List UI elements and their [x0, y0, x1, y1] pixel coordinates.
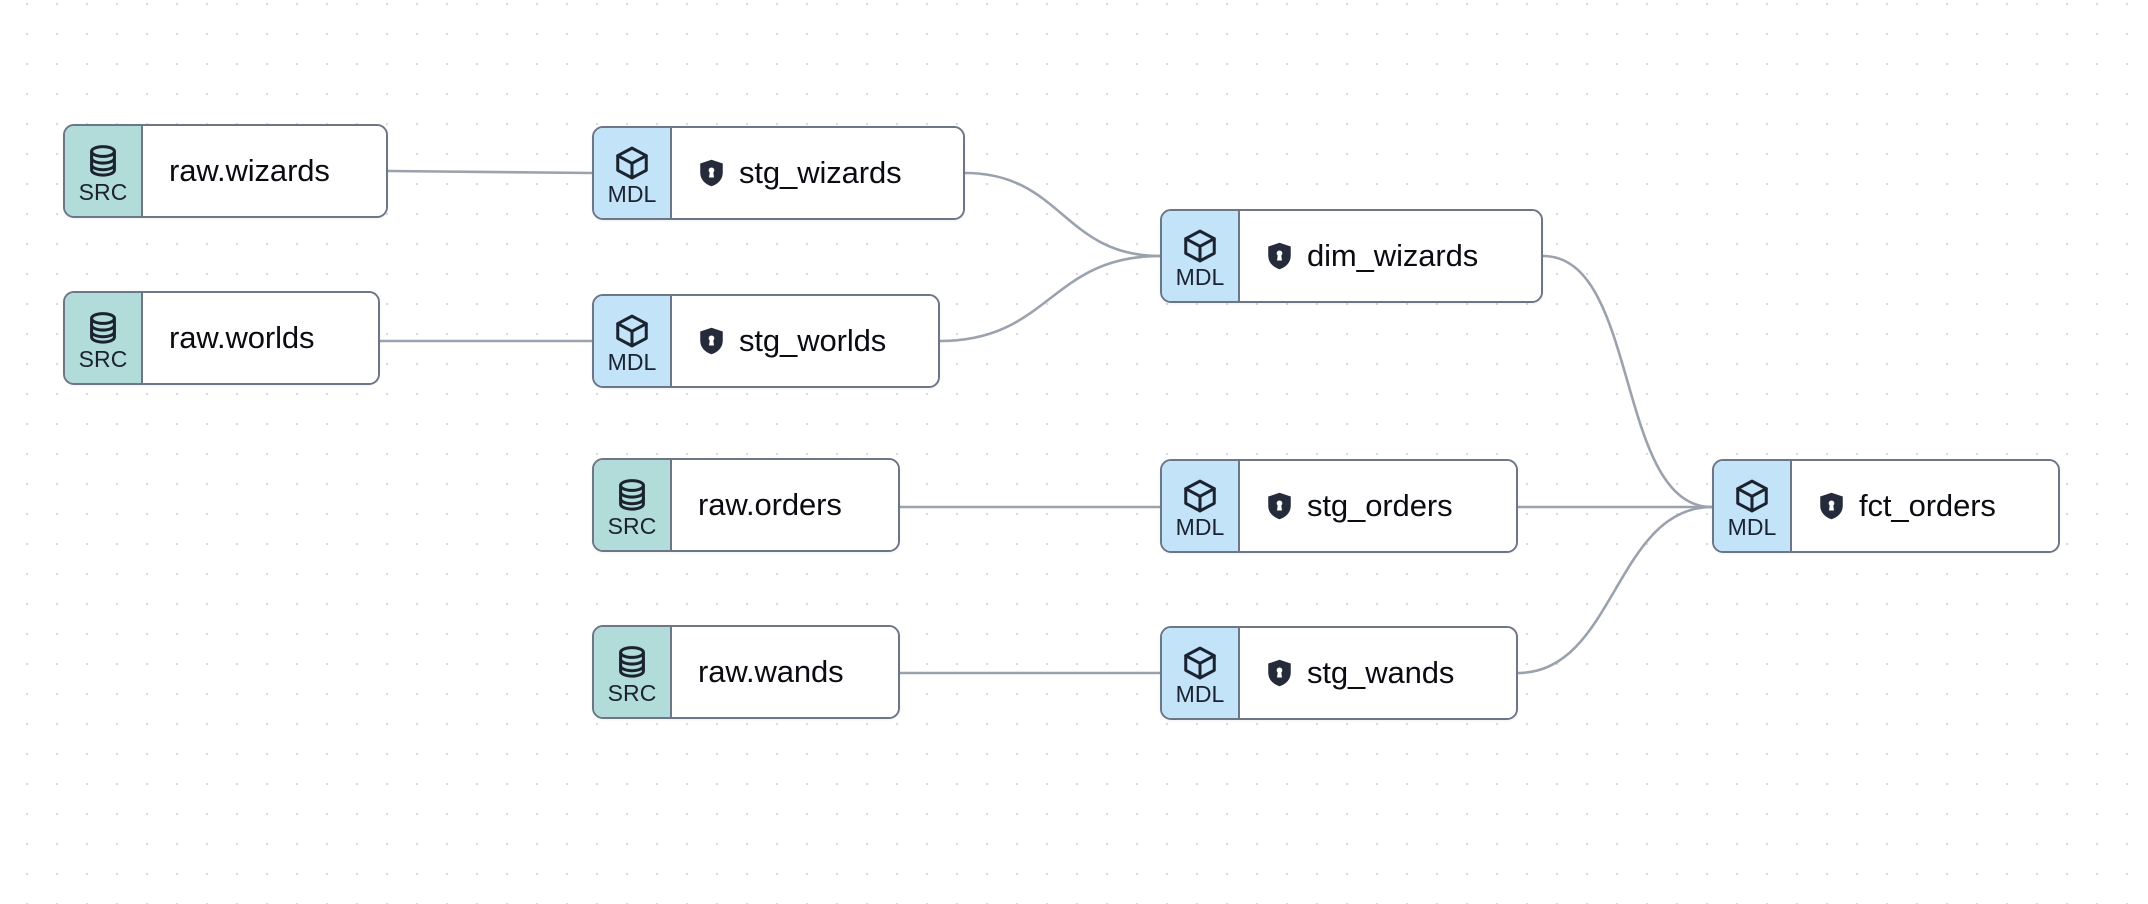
cube-icon	[612, 144, 652, 182]
node-body: raw.wizards	[143, 126, 386, 216]
node-body: dim_wizards	[1240, 211, 1541, 301]
node-kind-label: MDL	[1175, 681, 1225, 707]
node-kind-label: MDL	[607, 181, 657, 207]
cube-icon	[612, 312, 652, 350]
node-raw_worlds[interactable]: SRC raw.worlds	[63, 291, 380, 385]
node-kind-label: SRC	[78, 346, 128, 372]
node-raw_orders[interactable]: SRC raw.orders	[592, 458, 900, 552]
node-raw_wizards[interactable]: SRC raw.wizards	[63, 124, 388, 218]
database-icon	[612, 476, 652, 514]
node-stg_wizards[interactable]: MDL stg_wizards	[592, 126, 965, 220]
node-label: raw.wands	[698, 654, 844, 689]
node-kind-label: MDL	[1727, 514, 1777, 540]
shield-lock-icon	[698, 326, 725, 356]
node-body: fct_orders	[1792, 461, 2058, 551]
node-stg_orders[interactable]: MDL stg_orders	[1160, 459, 1518, 553]
node-kind-badge: MDL	[1714, 461, 1792, 551]
node-stg_worlds[interactable]: MDL stg_worlds	[592, 294, 940, 388]
database-icon	[83, 142, 123, 180]
node-body: stg_wizards	[672, 128, 963, 218]
edge-stg_wands-to-fct_orders[interactable]	[1516, 505, 1714, 675]
node-body: raw.worlds	[143, 293, 378, 383]
node-raw_wands[interactable]: SRC raw.wands	[592, 625, 900, 719]
node-fct_orders[interactable]: MDL fct_orders	[1712, 459, 2060, 553]
edge-dim_wizards-to-fct_orders[interactable]	[1541, 254, 1714, 509]
node-label: stg_orders	[1307, 488, 1453, 523]
node-kind-badge: MDL	[594, 128, 672, 218]
node-label: raw.orders	[698, 487, 842, 522]
node-kind-badge: SRC	[594, 460, 672, 550]
node-label: raw.wizards	[169, 153, 330, 188]
node-kind-badge: SRC	[65, 126, 143, 216]
node-kind-label: MDL	[1175, 514, 1225, 540]
database-icon	[83, 309, 123, 347]
node-kind-label: SRC	[78, 179, 128, 205]
node-kind-badge: MDL	[594, 296, 672, 386]
node-label: stg_wizards	[739, 155, 902, 190]
node-kind-label: MDL	[607, 349, 657, 375]
node-label: fct_orders	[1859, 488, 1996, 523]
node-kind-badge: SRC	[65, 293, 143, 383]
shield-lock-icon	[1266, 491, 1293, 521]
edge-raw_wizards-to-stg_wizards[interactable]	[386, 169, 594, 175]
node-stg_wands[interactable]: MDL stg_wands	[1160, 626, 1518, 720]
database-icon	[612, 643, 652, 681]
node-kind-label: MDL	[1175, 264, 1225, 290]
node-label: dim_wizards	[1307, 238, 1479, 273]
node-label: stg_wands	[1307, 655, 1455, 690]
node-kind-badge: SRC	[594, 627, 672, 717]
node-body: raw.orders	[672, 460, 898, 550]
cube-icon	[1180, 477, 1220, 515]
node-body: stg_orders	[1240, 461, 1516, 551]
shield-lock-icon	[1818, 491, 1845, 521]
node-kind-badge: MDL	[1162, 211, 1240, 301]
node-kind-label: SRC	[607, 680, 657, 706]
cube-icon	[1180, 644, 1220, 682]
node-label: raw.worlds	[169, 320, 315, 355]
node-kind-label: SRC	[607, 513, 657, 539]
node-body: stg_wands	[1240, 628, 1516, 718]
cube-icon	[1732, 477, 1772, 515]
shield-lock-icon	[698, 158, 725, 188]
shield-lock-icon	[1266, 658, 1293, 688]
edge-stg_worlds-to-dim_wizards[interactable]	[938, 254, 1162, 343]
node-kind-badge: MDL	[1162, 628, 1240, 718]
cube-icon	[1180, 227, 1220, 265]
shield-lock-icon	[1266, 241, 1293, 271]
node-label: stg_worlds	[739, 323, 887, 358]
node-body: raw.wands	[672, 627, 898, 717]
edge-stg_wizards-to-dim_wizards[interactable]	[963, 171, 1162, 258]
node-dim_wizards[interactable]: MDL dim_wizards	[1160, 209, 1543, 303]
node-body: stg_worlds	[672, 296, 938, 386]
node-kind-badge: MDL	[1162, 461, 1240, 551]
